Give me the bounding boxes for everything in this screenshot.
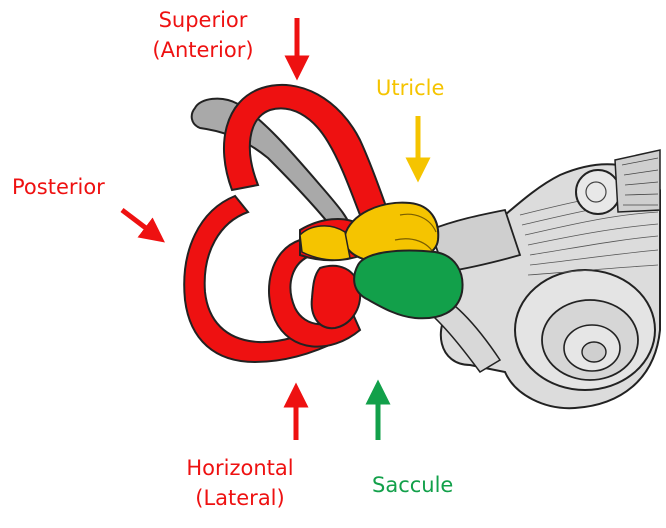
posterior-label-text: Posterior <box>12 175 105 199</box>
saccule-shape <box>354 251 462 319</box>
posterior-label: Posterior <box>12 172 105 202</box>
horizontal-label-line1: Horizontal <box>160 453 320 483</box>
saccule-label: Saccule <box>372 470 453 500</box>
utricle-label-text: Utricle <box>376 76 444 100</box>
superior-label-line1: Superior <box>128 5 278 35</box>
horizontal-label: Horizontal (Lateral) <box>160 453 320 513</box>
superior-label: Superior (Anterior) <box>128 5 278 65</box>
superior-label-line2: (Anterior) <box>128 35 278 65</box>
utricle-label: Utricle <box>376 73 444 103</box>
cochlea <box>441 150 660 408</box>
saccule-label-text: Saccule <box>372 473 453 497</box>
horizontal-label-line2: (Lateral) <box>160 483 320 513</box>
arrow-posterior <box>122 210 155 235</box>
